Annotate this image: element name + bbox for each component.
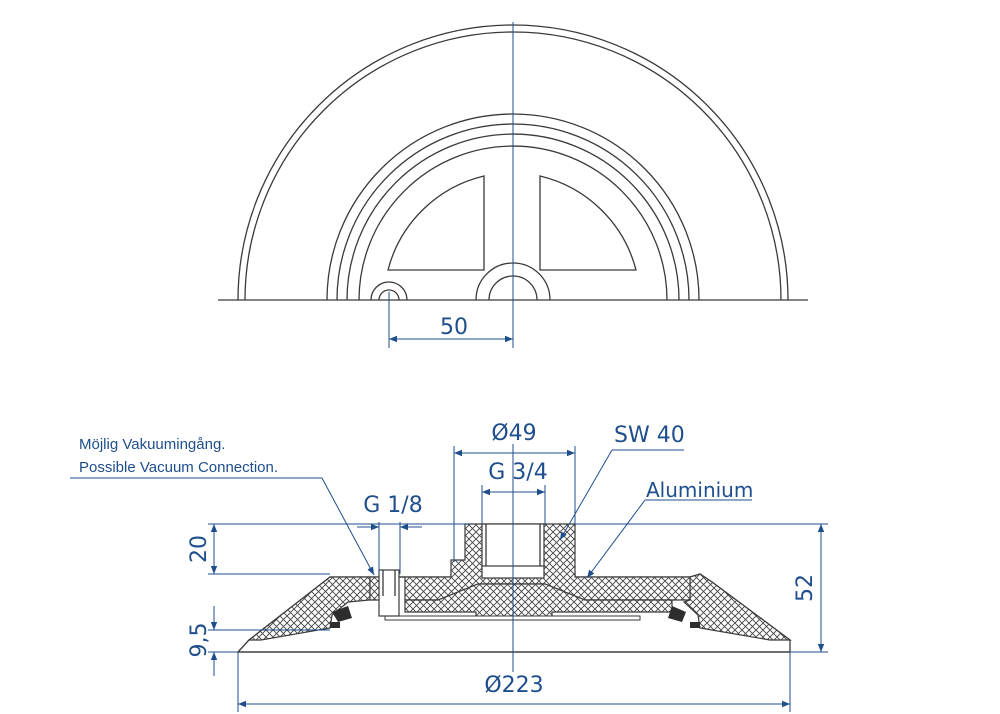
dimension-52: 52 [575, 523, 828, 653]
dimension-d223: Ø223 [237, 652, 791, 712]
vacuum-note-sv: Möjlig Vakuumingång. [79, 436, 225, 453]
dimension-g18: G 1/8 [357, 493, 423, 574]
dimension-d49: Ø49 [453, 421, 576, 562]
sw40-text: SW 40 [614, 423, 685, 448]
dimension-50: 50 [388, 292, 513, 348]
window-right [539, 175, 637, 271]
seal-lip-left [332, 606, 352, 622]
body-left-section [247, 576, 371, 641]
seal-lip-right-outer [690, 622, 700, 628]
dimension-g34-text: G 3/4 [488, 460, 547, 485]
vacuum-port-section [378, 569, 400, 617]
aluminium-callout: Aluminium [586, 478, 753, 579]
seal-lip-left-outer [330, 622, 340, 628]
aluminium-text: Aluminium [646, 478, 753, 502]
dimension-d49-text: Ø49 [491, 421, 536, 446]
dimension-g18-text: G 1/8 [363, 493, 422, 518]
dimension-9-5: 9,5 [187, 606, 330, 676]
dimension-g34: G 3/4 [481, 460, 548, 524]
dimension-50-text: 50 [440, 315, 468, 340]
top-view [218, 22, 808, 348]
window-left [387, 175, 485, 271]
sw40-callout: SW 40 [559, 423, 685, 541]
body-right-section [682, 573, 792, 641]
vacuum-port-inner [378, 289, 400, 301]
vacuum-note: Möjlig Vakuumingång. Possible Vacuum Con… [70, 436, 375, 576]
vacuum-port-outer [370, 281, 408, 301]
dimension-9-5-text: 9,5 [187, 623, 212, 658]
dimension-20: 20 [187, 523, 470, 575]
dimension-52-text: 52 [793, 574, 818, 602]
seal-lip-right [668, 606, 686, 622]
dimension-d223-text: Ø223 [484, 673, 543, 698]
vacuum-note-en: Possible Vacuum Connection. [79, 459, 278, 476]
dimension-20-text: 20 [187, 535, 212, 563]
section-view [236, 444, 792, 672]
